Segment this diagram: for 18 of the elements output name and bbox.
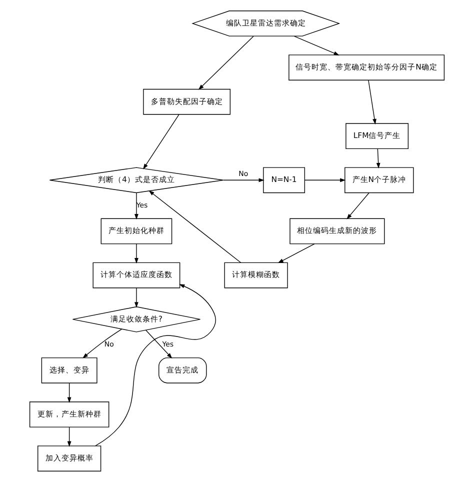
arrow (134, 192, 138, 220)
arrow (376, 148, 380, 169)
arrow (67, 382, 72, 403)
arrow (223, 178, 264, 182)
arrow (95, 284, 216, 446)
arrow (134, 288, 138, 308)
arrow (294, 36, 340, 56)
arrow (304, 178, 346, 182)
arrow (82, 328, 122, 358)
arrow (145, 330, 172, 359)
arrow (143, 114, 180, 170)
arrow (346, 192, 370, 220)
arrow (368, 80, 376, 125)
arrow (148, 190, 242, 263)
arrow (278, 244, 315, 264)
arrow (134, 244, 138, 264)
arrow (67, 426, 72, 447)
arrow (198, 36, 254, 90)
